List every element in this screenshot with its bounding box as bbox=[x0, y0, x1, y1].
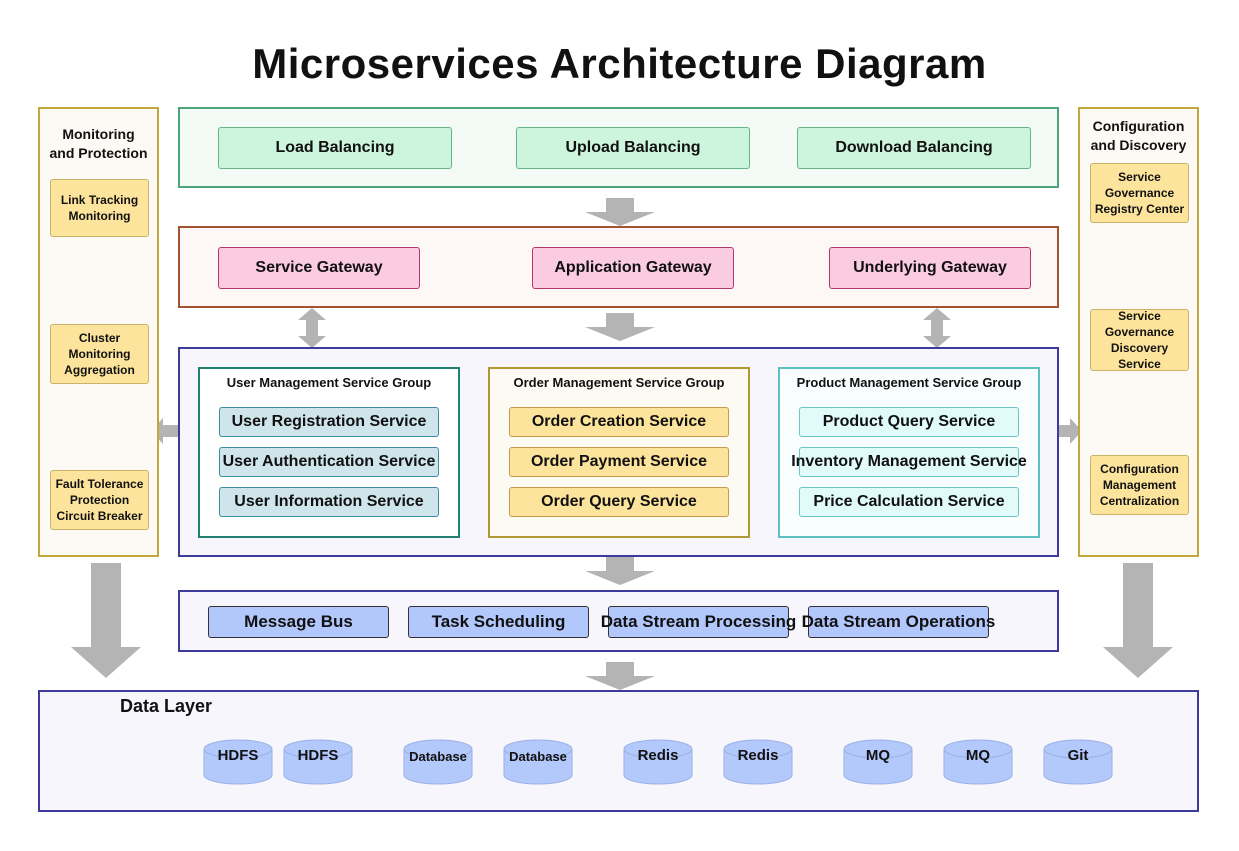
item-line: Fault Tolerance bbox=[55, 477, 144, 491]
data-store-cylinder[interactable]: Database bbox=[503, 739, 573, 785]
item-line: Centralization bbox=[1099, 494, 1180, 508]
config-title: Configuration and Discovery bbox=[1080, 117, 1197, 155]
arrow-updown-right bbox=[923, 308, 951, 348]
data-store-label: HDFS bbox=[217, 747, 259, 764]
inventory-management-service[interactable]: Inventory Management Service bbox=[791, 447, 1027, 477]
data-store-cylinder[interactable]: Redis bbox=[623, 739, 693, 785]
data-store-cylinder[interactable]: Database bbox=[403, 739, 473, 785]
group-title: Order Management Service Group bbox=[513, 375, 725, 390]
data-store-cylinder[interactable]: MQ bbox=[843, 739, 913, 785]
item-line: Configuration bbox=[1100, 462, 1179, 476]
arrow-down-3 bbox=[585, 557, 655, 585]
item-line: Service bbox=[1118, 357, 1161, 371]
message-bus-box[interactable]: Message Bus bbox=[208, 606, 389, 638]
link-tracking-box[interactable]: Link Tracking Monitoring bbox=[50, 179, 149, 237]
load-balancing-box[interactable]: Load Balancing bbox=[218, 127, 452, 169]
data-store-label: HDFS bbox=[297, 747, 339, 764]
item-line: Service bbox=[1118, 309, 1161, 323]
item-line: Governance bbox=[1104, 186, 1175, 200]
cylinder-shape bbox=[1043, 739, 1113, 785]
data-layer-title: Data Layer bbox=[120, 696, 213, 716]
cylinder-shape bbox=[503, 739, 573, 785]
arrow-updown-left bbox=[298, 308, 326, 348]
order-payment-service[interactable]: Order Payment Service bbox=[509, 447, 729, 477]
data-store-label: Database bbox=[509, 749, 567, 764]
task-scheduling-box[interactable]: Task Scheduling bbox=[408, 606, 589, 638]
discovery-service-box[interactable]: Service Governance Discovery Service bbox=[1090, 309, 1189, 371]
data-store-cylinder[interactable]: MQ bbox=[943, 739, 1013, 785]
arrow-big-down-right bbox=[1103, 563, 1173, 678]
price-calculation-service[interactable]: Price Calculation Service bbox=[799, 487, 1019, 517]
balancing-layer: Load Balancing Upload Balancing Download… bbox=[178, 107, 1059, 188]
cylinder-shape bbox=[203, 739, 273, 785]
upload-balancing-box[interactable]: Upload Balancing bbox=[516, 127, 750, 169]
config-panel: Configuration and Discovery Service Gove… bbox=[1078, 107, 1199, 557]
data-store-label: MQ bbox=[965, 747, 991, 764]
page-title: Microservices Architecture Diagram bbox=[252, 40, 987, 87]
item-line: Management bbox=[1102, 478, 1177, 492]
arrow-down-1 bbox=[585, 198, 655, 226]
item-line: Governance bbox=[1104, 325, 1175, 339]
cylinder-shape bbox=[623, 739, 693, 785]
order-creation-service[interactable]: Order Creation Service bbox=[509, 407, 729, 437]
config-title-line2: and Discovery bbox=[1090, 137, 1187, 153]
item-line: Monitoring bbox=[68, 347, 131, 361]
cylinder-shape bbox=[283, 739, 353, 785]
product-management-group: Product Management Service Group Product… bbox=[778, 367, 1040, 538]
config-title-line1: Configuration bbox=[1092, 118, 1185, 134]
bus-layer: Message Bus Task Scheduling Data Stream … bbox=[178, 590, 1059, 652]
data-stream-processing-box[interactable]: Data Stream Processing bbox=[601, 606, 796, 638]
group-title: User Management Service Group bbox=[226, 375, 432, 390]
arrow-down-4 bbox=[585, 662, 655, 690]
monitoring-title: Monitoring and Protection bbox=[40, 125, 157, 163]
item-line: Discovery bbox=[1110, 341, 1169, 355]
user-information-service[interactable]: User Information Service bbox=[219, 487, 439, 517]
item-line: Monitoring bbox=[68, 209, 131, 223]
item-line: Cluster bbox=[78, 331, 121, 345]
order-query-service[interactable]: Order Query Service bbox=[509, 487, 729, 517]
cylinder-shape bbox=[943, 739, 1013, 785]
item-line: Aggregation bbox=[64, 363, 135, 377]
gateway-layer: Service Gateway Application Gateway Unde… bbox=[178, 226, 1059, 308]
cylinder-shape bbox=[403, 739, 473, 785]
item-line: Registry Center bbox=[1094, 202, 1185, 216]
fault-tolerance-box[interactable]: Fault Tolerance Protection Circuit Break… bbox=[50, 470, 149, 530]
application-gateway-box[interactable]: Application Gateway bbox=[532, 247, 734, 289]
services-layer: User Management Service Group User Regis… bbox=[178, 347, 1059, 557]
arrow-down-2 bbox=[585, 313, 655, 341]
data-store-cylinder[interactable]: HDFS bbox=[203, 739, 273, 785]
data-store-label: MQ bbox=[865, 747, 891, 764]
data-stream-operations-box[interactable]: Data Stream Operations bbox=[802, 606, 995, 638]
product-query-service[interactable]: Product Query Service bbox=[799, 407, 1019, 437]
monitoring-panel: Monitoring and Protection Link Tracking … bbox=[38, 107, 159, 557]
data-store-label: Git bbox=[1067, 747, 1089, 764]
item-line: Link Tracking bbox=[60, 193, 139, 207]
monitoring-title-line1: Monitoring bbox=[62, 126, 135, 142]
data-store-label: Database bbox=[409, 749, 467, 764]
item-line: Service bbox=[1118, 170, 1161, 184]
data-store-cylinder[interactable]: HDFS bbox=[283, 739, 353, 785]
underlying-gateway-box[interactable]: Underlying Gateway bbox=[829, 247, 1031, 289]
user-authentication-service[interactable]: User Authentication Service bbox=[219, 447, 439, 477]
user-management-group: User Management Service Group User Regis… bbox=[198, 367, 460, 538]
config-centralization-box[interactable]: Configuration Management Centralization bbox=[1090, 455, 1189, 515]
data-store-cylinder[interactable]: Redis bbox=[723, 739, 793, 785]
order-management-group: Order Management Service Group Order Cre… bbox=[488, 367, 750, 538]
data-store-cylinder[interactable]: Git bbox=[1043, 739, 1113, 785]
user-registration-service[interactable]: User Registration Service bbox=[219, 407, 439, 437]
data-store-label: Redis bbox=[737, 747, 779, 764]
monitoring-title-line2: and Protection bbox=[49, 145, 148, 161]
item-line: Circuit Breaker bbox=[56, 509, 143, 523]
item-line: Protection bbox=[69, 493, 130, 507]
download-balancing-box[interactable]: Download Balancing bbox=[797, 127, 1031, 169]
registry-center-box[interactable]: Service Governance Registry Center bbox=[1090, 163, 1189, 223]
group-title: Product Management Service Group bbox=[796, 375, 1022, 390]
cylinder-shape bbox=[723, 739, 793, 785]
cylinder-shape bbox=[843, 739, 913, 785]
service-gateway-box[interactable]: Service Gateway bbox=[218, 247, 420, 289]
cluster-monitoring-box[interactable]: Cluster Monitoring Aggregation bbox=[50, 324, 149, 384]
arrow-big-down-left bbox=[71, 563, 141, 678]
data-store-label: Redis bbox=[637, 747, 679, 764]
